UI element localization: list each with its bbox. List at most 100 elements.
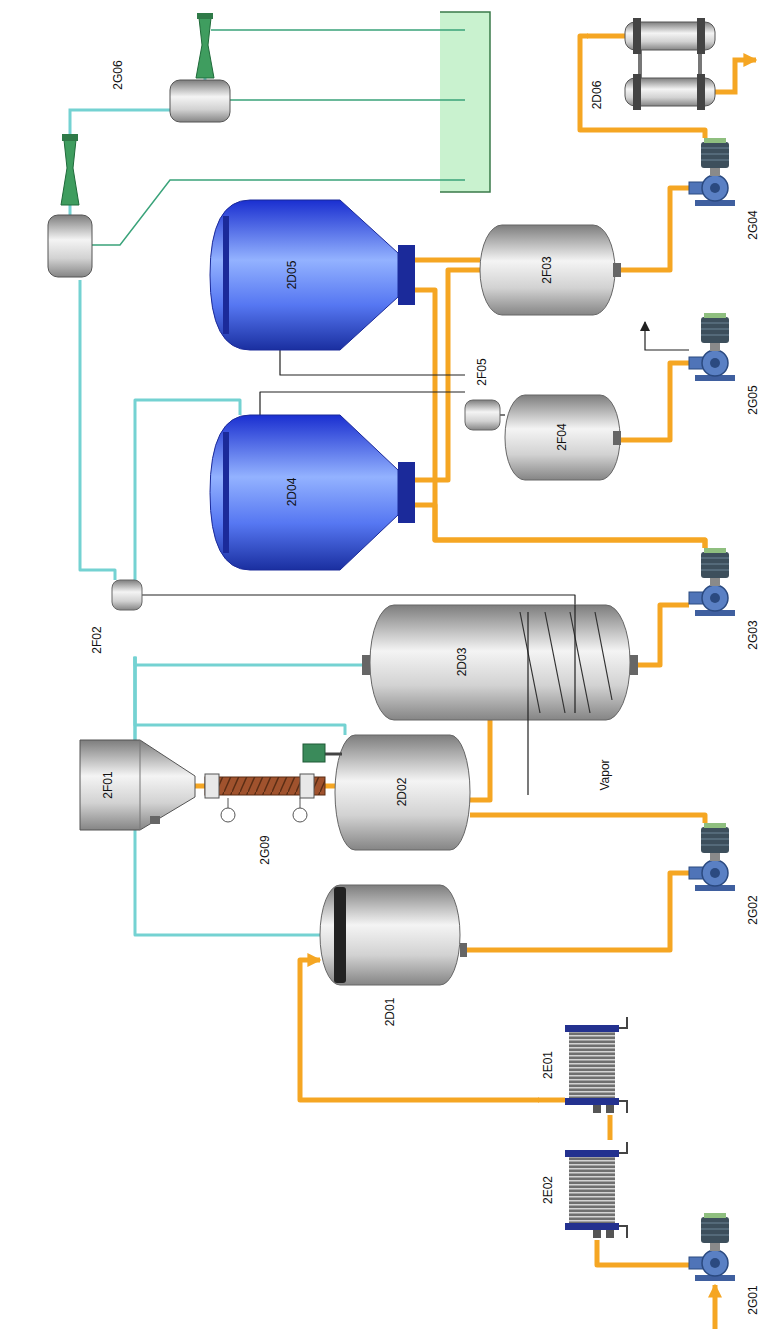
equipment-label: 2D05 [286, 261, 298, 290]
equipment-label: 2E02 [542, 1176, 554, 1204]
equipment-label: 2F02 [91, 626, 103, 653]
process-pipe [608, 1115, 613, 1140]
small-vessel [505, 395, 620, 480]
equipment-tag: 2G04 [689, 138, 762, 243]
equipment-label: 2F05 [476, 358, 488, 385]
heat-exchanger [565, 1142, 627, 1238]
screw-feeder [293, 808, 307, 822]
process-pipe [280, 350, 465, 375]
process-pipe [620, 363, 689, 440]
equipment-label: 2G05 [747, 385, 759, 414]
stream-label: Vapor [599, 759, 611, 790]
pipe-stub [538, 1098, 565, 1103]
process-pipe [597, 1240, 689, 1265]
process-pipe [80, 280, 115, 580]
blue-vessel [398, 245, 415, 305]
small-vessel [112, 580, 142, 610]
process-pipe [470, 815, 705, 823]
agitated-tank [335, 735, 470, 850]
process-pipe [135, 657, 345, 735]
equipment-tag: 2G01 [689, 1213, 762, 1318]
coil-vessel [362, 605, 638, 795]
vacuum-system [170, 80, 230, 122]
hopper [80, 740, 195, 830]
process-pipe [260, 392, 465, 415]
blue-vessel [210, 415, 398, 570]
vessel [334, 887, 346, 983]
equipment-tag: 2F01 [80, 740, 195, 830]
filter-unit [697, 74, 705, 110]
agitated-tank [325, 753, 342, 756]
pump-symbol [689, 138, 735, 206]
filter-unit [640, 50, 700, 78]
blue-vessel [223, 216, 229, 334]
blue-vessel [210, 200, 415, 570]
hopper [150, 816, 160, 824]
filter-unit [633, 74, 641, 110]
equipment-tag: 2F02 [88, 580, 142, 657]
filter-unit [633, 18, 641, 54]
equipment-label: 2E01 [542, 1051, 554, 1079]
pipe-stub [645, 322, 689, 350]
small-vessel [613, 263, 621, 277]
pump-symbol [689, 313, 735, 381]
small-vessel [613, 431, 621, 445]
process-pipe [615, 188, 689, 270]
small-vessel [480, 225, 615, 315]
equipment-label: 2D02 [396, 778, 408, 807]
blue-vessel [398, 462, 415, 523]
equipment-label: 2G03 [747, 620, 759, 649]
pipe-stub [587, 34, 625, 39]
small-vessel [112, 225, 621, 610]
screw-feeder [228, 798, 300, 808]
vacuum-system [196, 18, 214, 78]
pump-symbol [689, 1213, 735, 1281]
equipment-label: 2G01 [747, 1285, 759, 1314]
screw-feeder [205, 774, 219, 798]
coil-vessel [528, 605, 575, 795]
pipe-stub [715, 60, 756, 92]
process-pipe [195, 784, 205, 789]
vacuum-system [92, 30, 465, 245]
agitated-tank [303, 744, 325, 762]
vacuum-system [62, 134, 78, 141]
equipment-label: 2D04 [286, 478, 298, 507]
screw-feeder [221, 808, 235, 822]
hopper [140, 740, 141, 830]
equipment-tag: 2F03 [480, 225, 615, 315]
pump-symbol [689, 823, 735, 891]
equipment-tag: 2D03 [370, 605, 630, 720]
equipment-label: 2D06 [591, 81, 603, 110]
vacuum-system [440, 12, 490, 192]
process-pipe [135, 657, 370, 665]
equipment-label: 2F01 [102, 771, 114, 798]
process-pipe [415, 258, 480, 263]
screw-feeder [300, 774, 314, 798]
pipe-stub [713, 1285, 718, 1329]
hopper [80, 740, 195, 830]
process-pipe [460, 873, 689, 950]
blue-vessel [210, 200, 398, 350]
equipment-tag: 2G06 [15, 15, 240, 280]
equipment-label: 2G04 [747, 210, 759, 239]
equipment-label: 2G09 [259, 835, 271, 864]
equipment-label: 2G06 [112, 60, 124, 89]
equipment-tag: 2D06 [588, 15, 720, 112]
vacuum-system [440, 12, 490, 192]
process-pipe [500, 414, 505, 415]
equipment-label: 2D03 [456, 648, 468, 677]
screw-feeder [205, 774, 325, 822]
vacuum-system [197, 13, 213, 19]
equipment-label: 2D01 [384, 998, 396, 1027]
vessel [320, 885, 467, 985]
equipment-tag: 2D02 [335, 735, 470, 850]
equipment-label: 2G02 [747, 895, 759, 924]
blue-vessel [223, 432, 229, 553]
equipment-label: 2F03 [541, 256, 553, 283]
equipment-tag: 2E01 [539, 1015, 630, 1115]
process-pipe [470, 720, 490, 800]
agitated-tank [303, 735, 470, 850]
coil-vessel [362, 655, 370, 675]
